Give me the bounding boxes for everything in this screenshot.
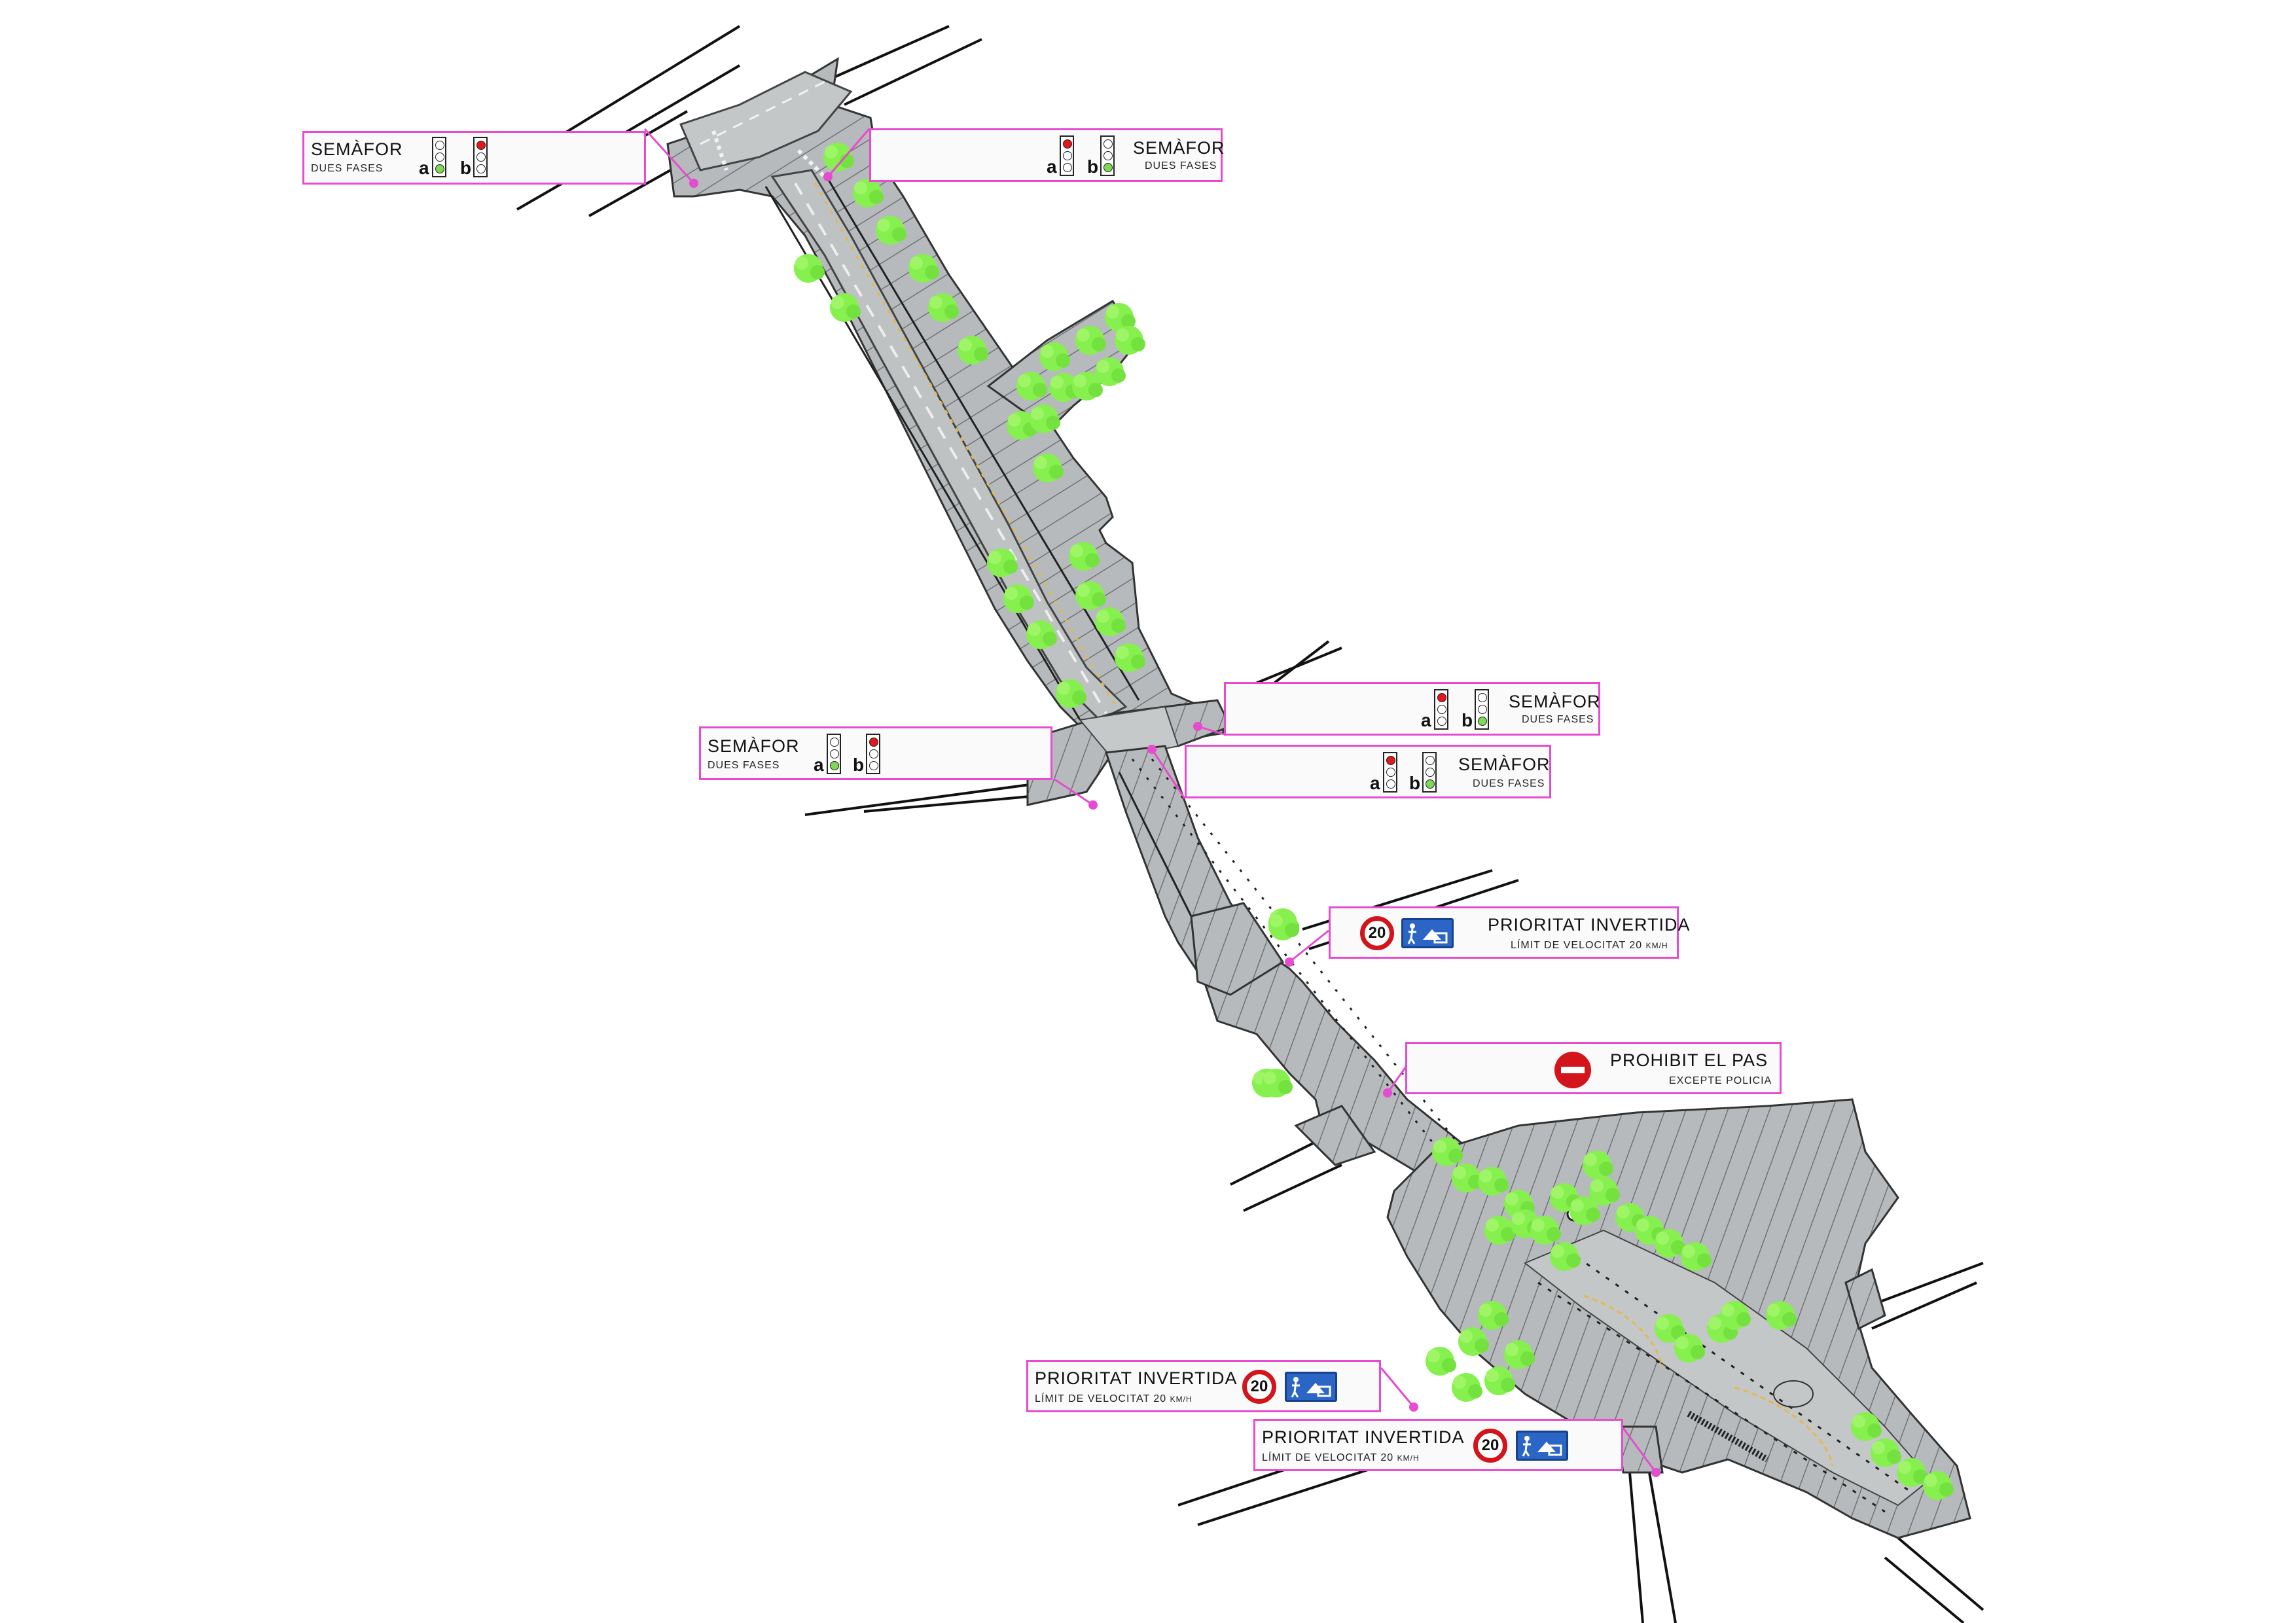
phase-b-label: b — [460, 158, 472, 178]
tree-icon — [1452, 1373, 1482, 1402]
phase-a-label: a — [814, 755, 824, 775]
traffic-light-icon — [1434, 689, 1448, 730]
traffic-light-icon — [1383, 752, 1397, 793]
phase-b-label: b — [1087, 156, 1099, 177]
callout-title: PRIORITAT INVERTIDA — [1488, 915, 1691, 935]
callout-prioritat-2: PRIORITAT INVERTIDA LÍMIT DE VELOCITAT 2… — [1026, 1360, 1381, 1412]
traffic-light-icon — [1100, 135, 1115, 176]
callout-subtitle: DUES FASES — [1522, 714, 1594, 725]
callout-subtitle: EXCEPTE POLICIA — [1669, 1075, 1772, 1086]
phase-b-label: b — [1462, 710, 1473, 730]
tree-icon — [1426, 1347, 1456, 1376]
phase-a-label: a — [1047, 156, 1057, 177]
traffic-light-icon — [1475, 689, 1489, 730]
lower-street — [1104, 745, 1521, 1192]
traffic-light-icon — [473, 137, 488, 177]
traffic-light-icon — [1060, 135, 1074, 176]
speed-limit-20-icon: 20 — [1360, 916, 1394, 950]
callout-semafor-nw: SEMÀFOR DUES FASES a b — [302, 131, 646, 185]
callout-title: SEMÀFOR — [311, 139, 403, 159]
phase-a-label: a — [419, 158, 429, 178]
phase-b-label: b — [853, 755, 865, 775]
leader-lines — [643, 128, 1657, 1473]
callout-subtitle: DUES FASES — [311, 163, 384, 174]
callout-subtitle: LÍMIT DE VELOCITAT 20 KM/H — [1511, 940, 1668, 951]
traffic-light-icon — [866, 734, 880, 774]
residential-zone-icon — [1285, 1372, 1337, 1402]
callout-prioritat-1: 20 PRIORITAT INVERTIDA LÍMIT DE VELOCITA… — [1329, 906, 1690, 959]
phase-a-label: a — [1370, 773, 1380, 793]
residential-zone-icon — [1401, 918, 1454, 948]
callout-semafor-mid-left: SEMÀFOR DUES FASES a b — [699, 726, 1052, 780]
speed-limit-20-icon: 20 — [1242, 1370, 1276, 1404]
callout-title: PRIORITAT INVERTIDA — [1262, 1427, 1465, 1447]
residential-zone-icon — [1516, 1431, 1568, 1461]
leader-dots — [689, 172, 1660, 1477]
callout-title: PRIORITAT INVERTIDA — [1035, 1368, 1238, 1388]
upper-avenue — [666, 57, 1225, 747]
callout-semafor-mid-low: a b SEMÀFOR DUES FASES — [1185, 745, 1551, 798]
phase-b-label: b — [1409, 773, 1421, 793]
traffic-light-icon — [1422, 752, 1437, 793]
callout-subtitle: DUES FASES — [1145, 160, 1217, 171]
phase-a-label: a — [1421, 710, 1431, 730]
traffic-light-icon — [432, 137, 446, 177]
speed-limit-20-icon: 20 — [1473, 1429, 1507, 1463]
callout-subtitle: DUES FASES — [1473, 778, 1545, 789]
callout-title: SEMÀFOR — [708, 736, 800, 756]
callout-title: SEMÀFOR — [1509, 692, 1601, 711]
tree-icon — [1115, 326, 1145, 355]
callout-subtitle: LÍMIT DE VELOCITAT 20 KM/H — [1262, 1452, 1420, 1463]
callout-prioritat-3: PRIORITAT INVERTIDA LÍMIT DE VELOCITAT 2… — [1253, 1419, 1623, 1471]
callout-title: PROHIBIT EL PAS — [1610, 1050, 1768, 1070]
traffic-light-icon — [827, 734, 841, 774]
no-entry-icon — [1554, 1052, 1591, 1088]
callout-subtitle: LÍMIT DE VELOCITAT 20 KM/H — [1035, 1393, 1193, 1404]
callout-title: SEMÀFOR — [1133, 138, 1225, 158]
callout-subtitle: DUES FASES — [708, 760, 780, 771]
callout-semafor-ne: a b SEMÀFOR DUES FASES — [869, 128, 1225, 182]
callout-semafor-mid-right: a b SEMÀFOR DUES FASES — [1224, 682, 1600, 736]
callout-prohibit: PROHIBIT EL PAS EXCEPTE POLICIA — [1405, 1042, 1782, 1094]
callout-title: SEMÀFOR — [1458, 755, 1551, 774]
